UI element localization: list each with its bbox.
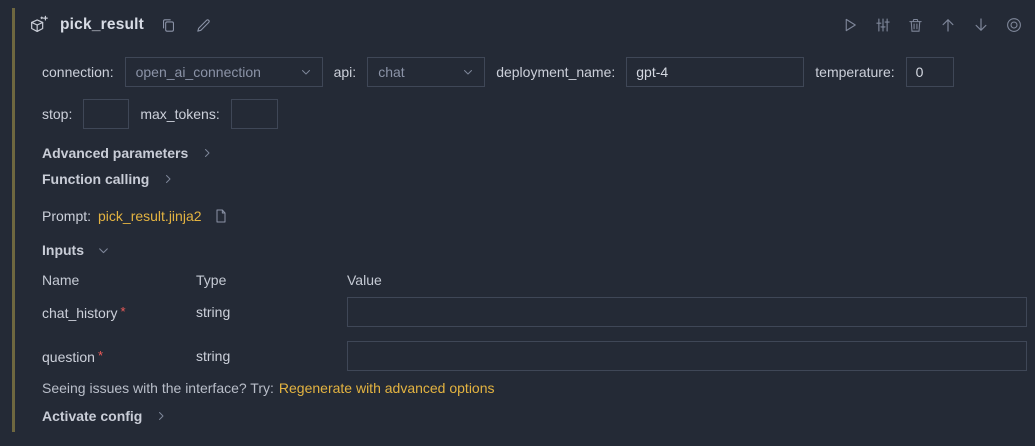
stop-tokens-row: stop: max_tokens: — [42, 99, 1027, 129]
max-tokens-label: max_tokens: — [140, 106, 220, 122]
connection-label: connection: — [42, 64, 114, 80]
connection-dropdown[interactable]: open_ai_connection — [124, 57, 323, 87]
chevron-right-icon — [155, 410, 167, 422]
stop-label: stop: — [42, 106, 73, 122]
node-header: pick_result — [31, 0, 1027, 39]
chat-history-value-input[interactable] — [347, 297, 1027, 327]
issue-hint-text: Seeing issues with the interface? Try: — [42, 380, 274, 396]
copy-icon[interactable] — [160, 17, 177, 34]
regenerate-advanced-options-link[interactable]: Regenerate with advanced options — [278, 380, 495, 396]
activate-config-label: Activate config — [42, 408, 143, 424]
llm-cube-sparkle-icon — [28, 14, 50, 36]
deployment-name-input[interactable] — [626, 57, 805, 87]
table-row-chat-history: chat_history* string — [42, 297, 1027, 327]
input-name: question* — [42, 347, 103, 365]
arrow-down-icon[interactable] — [972, 16, 990, 34]
file-icon[interactable] — [213, 208, 229, 224]
inputs-label: Inputs — [42, 242, 84, 258]
required-asterisk: * — [120, 303, 126, 319]
prompt-row: Prompt: pick_result.jinja2 — [42, 208, 1027, 224]
inputs-section-toggle[interactable]: Inputs — [42, 242, 1027, 258]
node-toolbar — [841, 16, 1023, 34]
chevron-right-icon — [162, 173, 174, 185]
node-accent-border — [12, 8, 15, 432]
target-icon[interactable] — [1005, 16, 1023, 34]
chevron-down-icon — [97, 244, 110, 257]
play-icon[interactable] — [841, 16, 859, 34]
api-label: api: — [333, 64, 357, 80]
question-value-input[interactable] — [347, 341, 1027, 371]
node-title: pick_result — [60, 16, 145, 33]
column-header-name: Name — [42, 272, 80, 288]
function-calling-section-toggle[interactable]: Function calling — [42, 171, 1027, 187]
chevron-right-icon — [201, 147, 213, 159]
temperature-label: temperature: — [815, 64, 895, 80]
chevron-down-icon — [300, 66, 312, 78]
input-name: chat_history* — [42, 303, 126, 321]
inputs-table-header: Name Type Value — [42, 272, 1027, 288]
api-dropdown[interactable]: chat — [367, 57, 486, 87]
prompt-file-link[interactable]: pick_result.jinja2 — [98, 208, 202, 224]
connection-dropdown-value: open_ai_connection — [135, 64, 261, 80]
advanced-parameters-section-toggle[interactable]: Advanced parameters — [42, 145, 1027, 161]
table-row-question: question* string — [42, 341, 1027, 371]
function-calling-label: Function calling — [42, 171, 150, 187]
column-header-value: Value — [347, 272, 382, 288]
stop-input[interactable] — [83, 99, 130, 129]
arrow-up-icon[interactable] — [939, 16, 957, 34]
input-type: string — [196, 304, 231, 320]
activate-config-section-toggle[interactable]: Activate config — [42, 408, 1027, 424]
temperature-input[interactable] — [905, 57, 954, 87]
interface-issue-row: Seeing issues with the interface? Try: R… — [42, 380, 1027, 396]
required-asterisk: * — [97, 347, 103, 363]
model-params-row: connection: open_ai_connection api: chat… — [42, 57, 1027, 87]
input-type: string — [196, 348, 231, 364]
max-tokens-input[interactable] — [230, 99, 278, 129]
deployment-name-label: deployment_name: — [496, 64, 616, 80]
tune-sliders-icon[interactable] — [874, 16, 892, 34]
trash-icon[interactable] — [907, 17, 924, 34]
chevron-down-icon — [462, 66, 474, 78]
advanced-parameters-label: Advanced parameters — [42, 145, 189, 161]
column-header-type: Type — [196, 272, 227, 288]
edit-pencil-icon[interactable] — [195, 17, 212, 34]
api-dropdown-value: chat — [378, 64, 405, 80]
prompt-label: Prompt: — [42, 208, 92, 224]
